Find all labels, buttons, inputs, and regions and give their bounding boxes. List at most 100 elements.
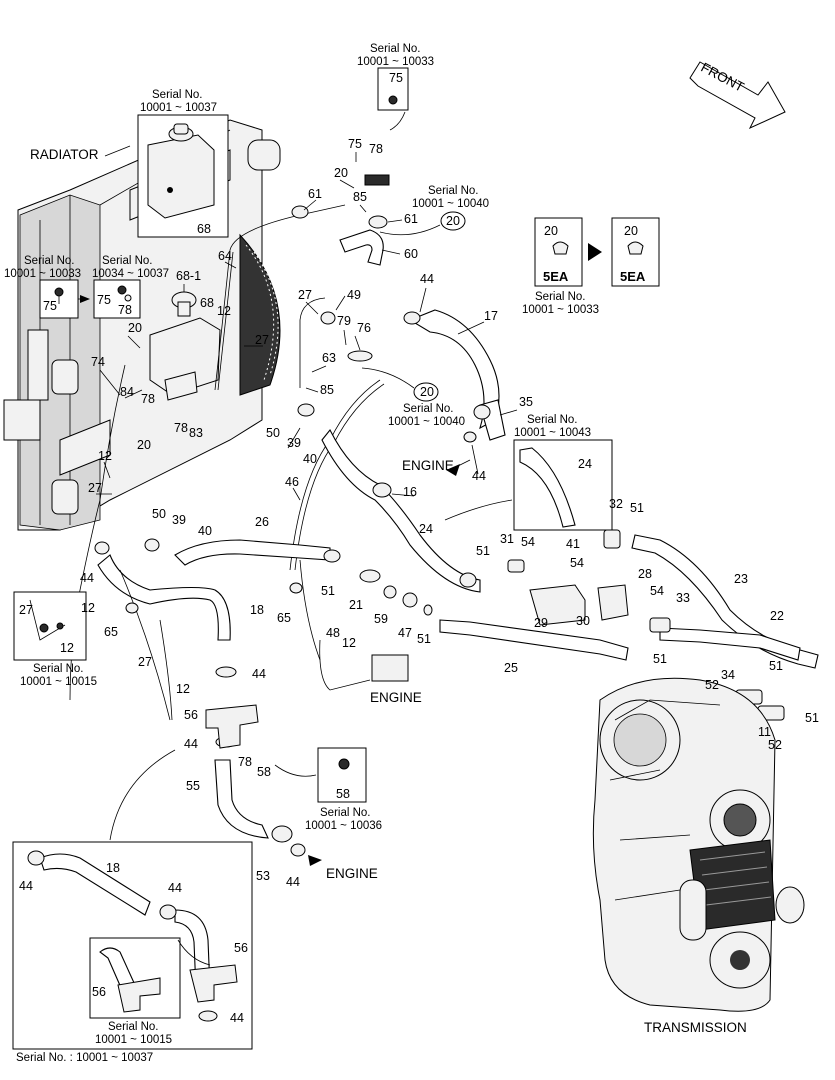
callout-65: 65 (277, 611, 291, 625)
callout-51: 51 (769, 659, 783, 673)
callout-56: 56 (184, 708, 198, 722)
callout-29: 29 (534, 616, 548, 630)
callout-55: 55 (186, 779, 200, 793)
callouts: 75 75 78 20 61 85 61 20 60 68 64 20 20 6… (19, 71, 819, 1025)
callout-51: 51 (653, 652, 667, 666)
serial-58-range: 10001 ~ 10036 (305, 820, 382, 832)
callout-78: 78 (141, 392, 155, 406)
callout-78: 78 (369, 142, 383, 156)
arrow-right-icon (80, 295, 90, 303)
callout-64: 64 (218, 249, 232, 263)
serial-top-title: Serial No. (370, 43, 421, 55)
callout-12: 12 (176, 682, 190, 696)
inset-18-56 (12, 841, 253, 1050)
callout-16: 16 (403, 485, 417, 499)
callout-59: 59 (374, 612, 388, 626)
serial-20b-title: Serial No. (403, 403, 454, 415)
callout-31: 31 (500, 532, 514, 546)
callout-65: 65 (104, 625, 118, 639)
callout-58: 58 (336, 787, 350, 801)
callout-54: 54 (570, 556, 584, 570)
callout-24: 24 (419, 522, 433, 536)
callout-20: 20 (544, 224, 558, 238)
callout-44: 44 (184, 737, 198, 751)
callout-75: 75 (389, 71, 403, 85)
serial-56-range: 10001 ~ 10015 (95, 1034, 172, 1046)
serial-left1-range: 10001 ~ 10033 (4, 268, 81, 280)
callout-50: 50 (152, 507, 166, 521)
callout-48: 48 (326, 626, 340, 640)
callout-56: 56 (234, 941, 248, 955)
front-arrow (689, 61, 786, 130)
callout-51: 51 (630, 501, 644, 515)
engine-arrows (308, 459, 471, 866)
callout-61: 61 (308, 187, 322, 201)
callout-25: 25 (504, 661, 518, 675)
callout-78: 78 (238, 755, 252, 769)
callout-75: 75 (43, 299, 57, 313)
callout-46: 46 (285, 475, 299, 489)
callout-20: 20 (624, 224, 638, 238)
callout-44: 44 (420, 272, 434, 286)
callout-68-1: 68-1 (176, 269, 201, 283)
callout-79: 79 (337, 314, 351, 328)
callout-44: 44 (252, 667, 266, 681)
callout-27: 27 (88, 481, 102, 495)
engine-label-2: ENGINE (370, 690, 422, 705)
callout-20: 20 (420, 385, 434, 399)
callout-54: 54 (521, 535, 535, 549)
radiator-core (239, 233, 281, 396)
hoses (69, 204, 819, 839)
serial-tank-range: 10001 ~ 10037 (140, 102, 217, 114)
callout-54: 54 (650, 584, 664, 598)
callout-17: 17 (484, 309, 498, 323)
callout-63: 63 (322, 351, 336, 365)
callout-44: 44 (286, 875, 300, 889)
callout-52: 52 (768, 738, 782, 752)
callout-44: 44 (168, 881, 182, 895)
expansion-tank (149, 291, 221, 401)
leader-lines (96, 152, 518, 501)
callout-44: 44 (472, 469, 486, 483)
inset-58 (317, 747, 367, 803)
callout-40: 40 (303, 452, 317, 466)
engine-label-1: ENGINE (402, 458, 454, 473)
callout-28: 28 (638, 567, 652, 581)
callout-11: 11 (758, 725, 771, 739)
callout-26: 26 (255, 515, 269, 529)
callout-34: 34 (721, 668, 735, 682)
transmission-assembly (592, 677, 805, 1012)
callout-12: 12 (98, 449, 112, 463)
serial-20a-range: 10001 ~ 10040 (412, 198, 489, 210)
left-inset-75b (93, 279, 141, 319)
callout-22: 22 (770, 609, 784, 623)
callout-12: 12 (81, 601, 95, 615)
callout-27: 27 (138, 655, 152, 669)
serial-5ea-range: 10001 ~ 10033 (522, 304, 599, 316)
callout-44: 44 (19, 879, 33, 893)
callout-20: 20 (334, 166, 348, 180)
callout-56: 56 (92, 985, 106, 999)
callout-20: 20 (137, 438, 151, 452)
callout-20: 20 (446, 214, 460, 228)
callout-68: 68 (197, 222, 211, 236)
left-inset-75a (39, 279, 79, 319)
callout-33: 33 (676, 591, 690, 605)
callout-27: 27 (255, 333, 269, 347)
callout-49: 49 (347, 288, 361, 302)
engine-label-3: ENGINE (326, 866, 378, 881)
callout-40: 40 (198, 524, 212, 538)
callout-51: 51 (805, 711, 819, 725)
callout-68: 68 (200, 296, 214, 310)
callout-60: 60 (404, 247, 418, 261)
callout-44: 44 (230, 1011, 244, 1025)
transmission-label: TRANSMISSION (644, 1020, 747, 1035)
callout-12: 12 (342, 636, 356, 650)
serial-top-range: 10001 ~ 10033 (357, 56, 434, 68)
callout-61: 61 (404, 212, 418, 226)
callout-20: 20 (128, 321, 142, 335)
serial-24-title: Serial No. (527, 414, 578, 426)
callout-58: 58 (257, 765, 271, 779)
callout-47: 47 (398, 626, 412, 640)
